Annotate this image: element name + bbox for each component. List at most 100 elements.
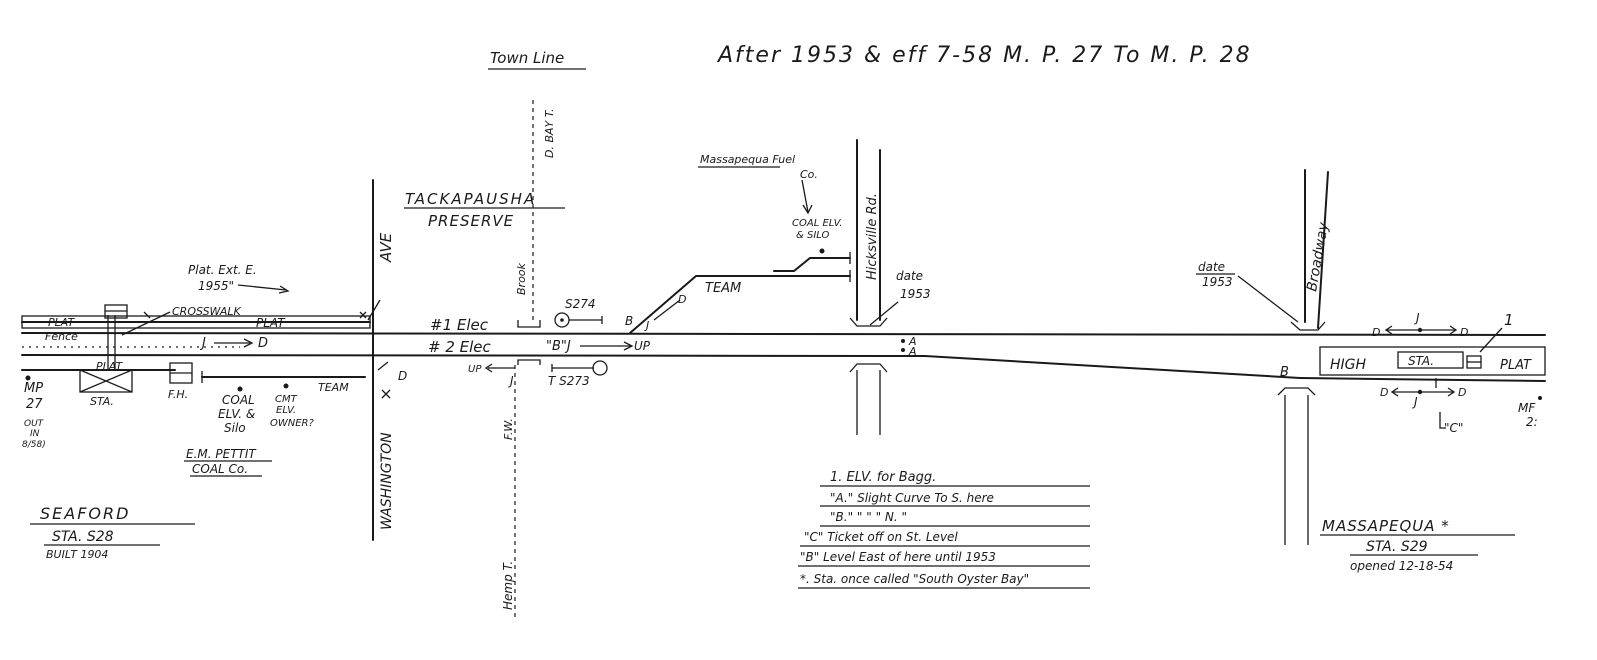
bay-t-road: D. BAY T. Brook (515, 100, 556, 328)
c-marker: "C" (1444, 421, 1463, 435)
plat-bottom-label: PLAT (96, 360, 123, 373)
tackapausha-label: TACKAPAUSHA PRESERVE (404, 190, 565, 230)
svg-text:Co.: Co. (800, 168, 818, 181)
massapequa-sta: STA. S29 (1366, 539, 1428, 555)
massapequa-opened: opened 12-18-54 (1350, 559, 1453, 573)
pettit-label: E.M. PETTIT COAL Co. (186, 447, 260, 476)
svg-text:TACKAPAUSHA: TACKAPAUSHA (405, 190, 536, 208)
team-left-label: TEAM (318, 381, 349, 394)
massapequa-fuel-label: Massapequa Fuel Co. COAL ELV. & SILO (698, 153, 851, 272)
svg-text:D: D (1458, 386, 1466, 399)
track-2 (21, 354, 1546, 382)
d-left-label: D (258, 336, 268, 351)
massapequa-name: MASSAPEQUA * (1322, 517, 1450, 535)
mp-28-label: MF 2: (1518, 401, 1539, 429)
washington-ave: AVE WASHINGTON D (359, 179, 407, 541)
hicksville-road: Hicksville Rd. (849, 139, 888, 435)
svg-text:S274: S274 (565, 297, 596, 311)
mp-27-label: MP 27 (24, 381, 47, 412)
j-left-label: J (199, 336, 206, 351)
svg-text:STA.: STA. (1408, 354, 1434, 368)
svg-text:D: D (1372, 326, 1380, 339)
svg-text:J: J (1414, 311, 1420, 325)
svg-text:& SILO: & SILO (796, 230, 830, 241)
svg-text:1953: 1953 (1202, 275, 1233, 289)
cmt-elv-label: CMT ELV. OWNER? (270, 394, 315, 429)
b-j-label: "B"J (546, 339, 571, 354)
diagram-title: After 1953 & eff 7-58 M. P. 27 To M. P. … (716, 43, 1252, 68)
svg-text:AVE: AVE (377, 232, 395, 263)
platform-top (21, 315, 371, 329)
legend-item-4: "C" Ticket off on St. Level (804, 530, 958, 544)
track-1-label: #1 Elec (430, 316, 489, 334)
j-below-label: J (508, 374, 514, 388)
broadway-road: Broadway (1277, 169, 1332, 545)
date-1953-note-2: date 1953 (1196, 260, 1299, 323)
mp-out-note: OUT IN 8/58) (22, 419, 46, 450)
svg-text:Plat. Ext. E.: Plat. Ext. E. (188, 263, 257, 277)
svg-text:HIGH: HIGH (1330, 357, 1367, 373)
legend-item-6: *. Sta. once called "South Oyster Bay" (800, 572, 1029, 586)
svg-text:date: date (896, 269, 923, 283)
svg-text:PLAT: PLAT (1500, 358, 1532, 373)
svg-text:COAL ELV.: COAL ELV. (792, 218, 842, 229)
crossover-top: D J D (1372, 311, 1468, 339)
crosswalk-label: CROSSWALK (172, 305, 242, 318)
legend: 1. ELV. for Bagg. "A." Slight Curve To S… (798, 470, 1090, 589)
svg-text:date: date (1198, 260, 1225, 274)
svg-text:J: J (644, 319, 649, 332)
svg-text:1953: 1953 (900, 287, 931, 301)
svg-text:Hemp T.: Hemp T. (501, 561, 515, 610)
coal-elv-silo-label: COAL ELV. & Silo (218, 393, 259, 435)
a-marker-2: A (908, 345, 917, 358)
plat-ext-note: Plat. Ext. E. 1955" (188, 263, 290, 294)
d-small-label: D (398, 369, 407, 383)
svg-text:T S273: T S273 (548, 374, 590, 388)
svg-text:Hicksville Rd.: Hicksville Rd. (865, 193, 880, 280)
fence-label: Fence (45, 330, 78, 343)
svg-text:J: J (1412, 395, 1418, 409)
track-2-label: # 2 Elec (428, 338, 492, 356)
svg-text:TEAM: TEAM (705, 281, 741, 296)
station-building-left (79, 369, 133, 393)
signal-s273: T S273 (548, 360, 608, 388)
team-track-right: TEAM B J D (625, 270, 851, 334)
svg-text:B: B (625, 314, 633, 328)
seaford-sta: STA. S28 (52, 529, 114, 545)
sta-left-label: STA. (90, 395, 114, 408)
svg-text:1955": 1955" (198, 279, 234, 293)
track-1 (21, 332, 1546, 336)
fh-label: F.H. (168, 388, 188, 401)
svg-text:D: D (1460, 326, 1468, 339)
svg-text:PRESERVE: PRESERVE (428, 212, 514, 230)
svg-text:WASHINGTON: WASHINGTON (379, 432, 395, 530)
seaford-station-block: SEAFORD STA. S28 BUILT 1904 (30, 504, 195, 561)
svg-text:Broadway: Broadway (1304, 221, 1332, 293)
seaford-built: BUILT 1904 (46, 548, 108, 561)
plat-top-right-label: PLAT (256, 316, 286, 330)
b-marker: B (1280, 365, 1289, 380)
legend-item-3: "B." " " " N. " (830, 510, 907, 524)
legend-item-5: "B" Level East of here until 1953 (800, 550, 996, 564)
date-1953-note: date 1953 (869, 269, 931, 326)
legend-item-2: "A." Slight Curve To S. here (830, 491, 994, 505)
svg-text:D: D (1380, 386, 1388, 399)
elevator-number: 1 (1504, 311, 1514, 329)
seaford-name: SEAFORD (40, 504, 130, 523)
a-marker-1: A (908, 335, 917, 348)
up-right-label: UP (634, 339, 651, 353)
up-left-label: UP (468, 364, 482, 375)
svg-text:Brook: Brook (515, 262, 528, 295)
svg-text:D: D (678, 293, 686, 306)
high-platform: HIGH STA. PLAT (1319, 346, 1546, 376)
hemp-t-road: F.W. Hemp T. (501, 359, 541, 620)
legend-item-1: 1. ELV. for Bagg. (830, 470, 936, 485)
town-line-label: Town Line (490, 49, 564, 67)
plat-top-left-label: PLAT (48, 316, 75, 329)
signal-s274: S274 (554, 297, 603, 328)
svg-text:Massapequa Fuel: Massapequa Fuel (700, 153, 795, 166)
massapequa-station-block: MASSAPEQUA * STA. S29 opened 12-18-54 (1320, 517, 1515, 573)
svg-text:F.W.: F.W. (502, 418, 515, 440)
crossover-bottom: D J D (1380, 378, 1466, 409)
